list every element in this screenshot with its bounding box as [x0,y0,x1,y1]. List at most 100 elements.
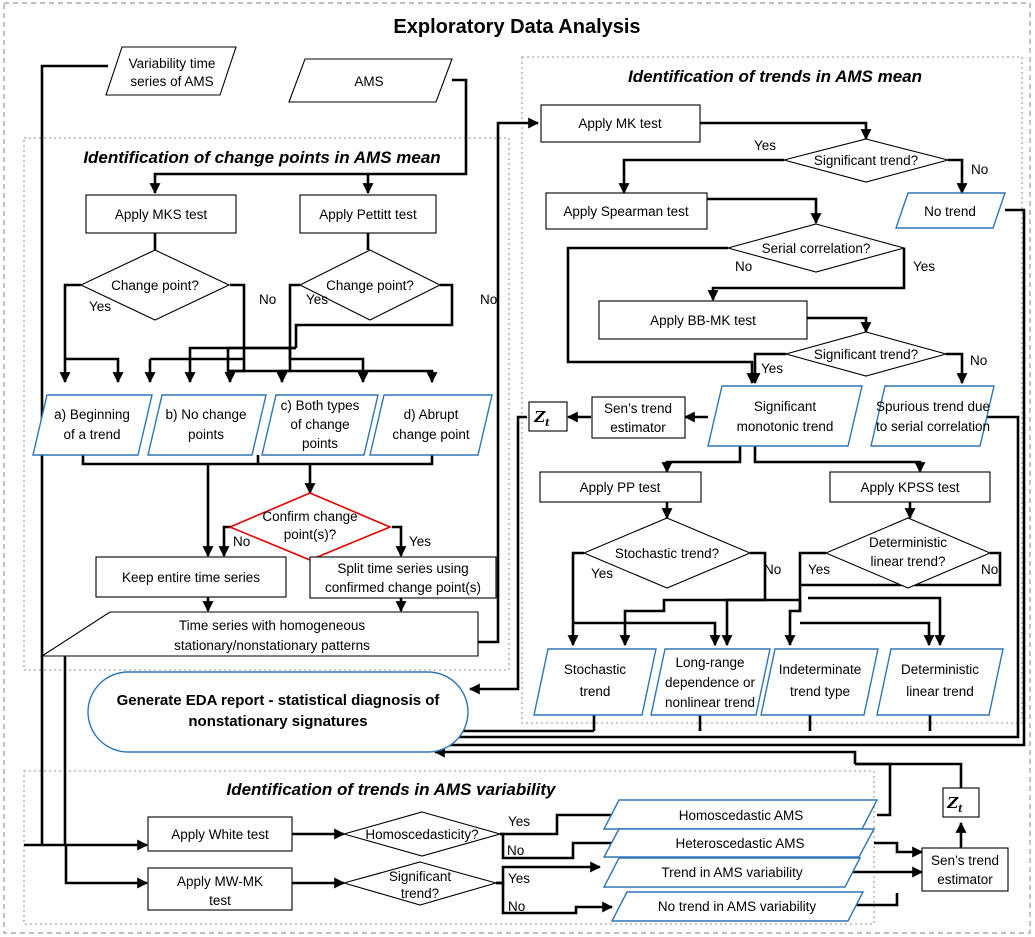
deterministic-trend-node [876,648,1004,716]
ams-input-text: AMS [354,74,383,89]
mks-change-point-diamond [79,249,231,321]
long-range-node [650,648,771,716]
spearman-test-node [545,192,708,230]
trends-mean-frame [521,56,1023,724]
label-sig1-no: No [971,162,988,177]
sens-estimator-2-node [921,847,1009,892]
section-title-trends-variability: Identification of trends in AMS variabil… [226,780,557,799]
white-test-node [147,816,293,852]
label-homo-no: No [507,843,524,858]
no-change-points-node [147,394,267,456]
connectors [24,64,1026,915]
label-confirm-no: No [233,534,250,549]
label-stoch-yes: Yes [591,566,613,581]
label-pettitt-no: No [480,292,497,307]
homoscedasticity-diamond [341,811,503,857]
no-trend-variability-node [610,891,865,922]
sens-estimator-1-node [591,396,686,439]
trend-variability-node [602,857,862,888]
serial-correlation-diamond [725,223,907,273]
kpss-test-text: Apply KPSS test [860,480,959,495]
heteroscedastic-text: Heteroscedastic AMS [675,836,804,851]
label-mks-no: No [259,292,276,307]
ams-input-node [288,58,453,103]
homoscedasticity-q-text: Homoscedasticity? [365,827,478,842]
significant-trend-2-diamond [783,331,949,377]
kpss-test-node [829,471,991,503]
significant-trend-2-text: Significant trend? [814,347,918,362]
spearman-test-text: Apply Spearman test [563,204,689,219]
zt-1-symbol: Zt [533,408,550,429]
no-trend-node [895,192,1006,229]
keep-series-text: Keep entire time series [122,570,260,585]
homoscedastic-text: Homoscedastic AMS [679,808,804,823]
homogeneous-series-node [40,611,479,657]
label-sig2-no: No [970,353,987,368]
label-mks-yes: Yes [89,299,111,314]
edge-labels: Yes No Yes No No Yes Yes No No Yes Yes N… [89,138,998,914]
mwmk-test-node [147,867,293,911]
mk-test-text: Apply MK test [578,116,662,131]
zt-2-symbol: Zt [946,794,963,815]
no-trend-text: No trend [924,204,976,219]
significant-trend-1-diamond [781,138,951,183]
abrupt-change-node [369,394,493,456]
serial-correlation-text: Serial correlation? [762,241,871,256]
beginning-trend-node [32,394,153,456]
pp-test-node [539,471,702,503]
label-stoch-no: No [764,562,781,577]
mks-test-node [85,194,237,234]
mks-test-text: Apply MKS test [115,207,208,222]
label-sig2-yes: Yes [761,361,783,376]
eda-report-node [87,671,469,753]
both-types-node [261,394,379,456]
zt-1-box [528,401,568,432]
label-sig3-no: No [508,899,525,914]
stochastic-trend-q-text: Stochastic trend? [615,546,719,561]
deterministic-diamond [824,517,992,589]
label-serial-yes: Yes [913,259,935,274]
heteroscedastic-node [602,828,876,858]
zt-2-box [942,787,980,818]
no-trend-variability-text: No trend in AMS variability [658,899,817,914]
significant-trend-1-text: Significant trend? [814,153,918,168]
label-sig3-yes: Yes [508,871,530,886]
variability-input-node [105,46,237,96]
change-points-frame [23,137,510,671]
trend-variability-text: Trend in AMS variability [661,865,803,880]
trends-variability-frame [23,770,875,925]
white-test-text: Apply White test [171,827,269,842]
pettitt-test-node [299,194,437,234]
stochastic-trend-node [533,648,657,716]
section-title-change-points: Identification of change points in AMS m… [83,148,440,167]
significant-monotonic-node [707,385,863,447]
pettitt-change-point-diamond [298,249,442,321]
label-sig1-yes: Yes [754,138,776,153]
section-title-trends-mean: Identification of trends in AMS mean [628,67,922,86]
outer-frame [3,2,1031,934]
eda-report-text: Generate EDA report - statistical diagno… [117,692,441,730]
mk-test-node [540,104,701,143]
keep-series-node [95,556,287,598]
label-serial-no: No [735,259,752,274]
split-series-node [309,556,497,599]
